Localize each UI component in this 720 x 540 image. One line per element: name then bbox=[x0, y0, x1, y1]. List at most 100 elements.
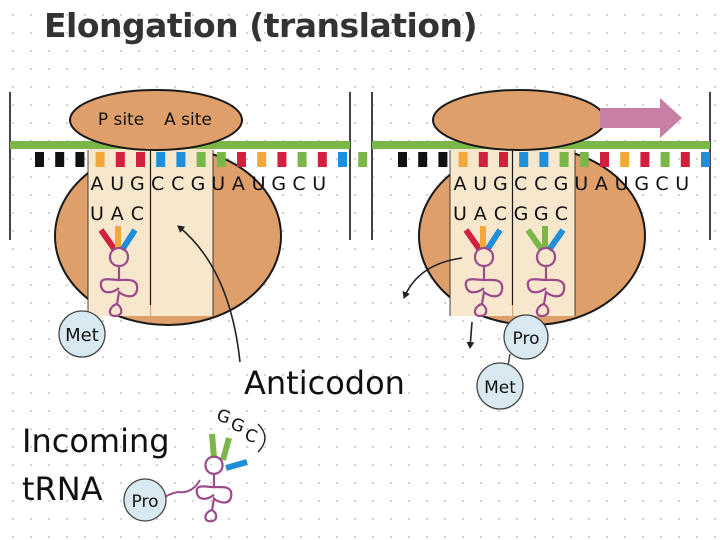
base-letter: U bbox=[252, 173, 266, 195]
anticodon-callout-label: Anticodon bbox=[244, 364, 405, 402]
base-letter: C bbox=[292, 173, 305, 195]
nucleotide-tick bbox=[95, 152, 105, 167]
translocation-direction-arrow bbox=[600, 98, 682, 138]
anticodon-bracket bbox=[257, 423, 266, 453]
nucleotide-tick bbox=[519, 152, 529, 167]
trna-cloverleaf bbox=[99, 246, 139, 318]
left-p-site-trna bbox=[98, 226, 139, 318]
base-letter: G bbox=[493, 173, 508, 195]
trna-cloverleaf bbox=[195, 455, 233, 523]
base-letter: G bbox=[514, 203, 529, 225]
nucleotide-tick bbox=[196, 152, 206, 167]
nucleotide-tick bbox=[640, 152, 650, 167]
trna-exit-arrow bbox=[402, 257, 463, 299]
incoming-label-line2: tRNA bbox=[22, 470, 103, 508]
nucleotide-tick bbox=[499, 152, 508, 167]
right-p-site-trna bbox=[463, 226, 504, 318]
base-letter: A bbox=[111, 203, 124, 225]
page-title: Elongation (translation) bbox=[44, 6, 478, 45]
nucleotide-tick bbox=[418, 152, 428, 167]
base-letter: U bbox=[312, 173, 326, 195]
nucleotide-tick bbox=[176, 152, 186, 167]
base-letter: A bbox=[454, 173, 467, 195]
base-letter: G bbox=[554, 173, 569, 195]
base-letter: A bbox=[91, 173, 104, 195]
nucleotide-tick bbox=[680, 152, 690, 167]
anticodon-pointer-arrow bbox=[177, 225, 241, 363]
nucleotide-tick bbox=[136, 152, 145, 167]
right-a-site-trna bbox=[525, 226, 566, 318]
right-codon-ticks bbox=[398, 152, 710, 167]
trna-cloverleaf bbox=[464, 246, 504, 318]
right-met-amino-acid bbox=[476, 362, 524, 410]
nucleotide-tick bbox=[559, 152, 569, 167]
base-letter: C bbox=[171, 173, 184, 195]
nucleotide-tick bbox=[579, 152, 589, 167]
nucleotide-tick bbox=[358, 152, 368, 167]
right-peptide-chain: Pro Met bbox=[476, 314, 549, 410]
p-site-label: P site bbox=[98, 110, 144, 130]
nucleotide-tick bbox=[216, 152, 226, 167]
base-letter: G bbox=[191, 173, 206, 195]
base-letter: C bbox=[151, 173, 164, 195]
base-letter: A bbox=[474, 203, 487, 225]
base-letter: A bbox=[232, 173, 245, 195]
base-letter: G bbox=[130, 173, 145, 195]
left-met-amino-acid: Met bbox=[58, 310, 106, 358]
peptide-release-arrow bbox=[466, 321, 475, 349]
nucleotide-tick bbox=[317, 152, 327, 167]
incoming-trna: G G C Pro bbox=[123, 406, 266, 523]
base-letter: G bbox=[634, 173, 649, 195]
base-letter: U bbox=[574, 173, 588, 195]
nucleotide-tick bbox=[701, 152, 710, 167]
nucleotide-tick bbox=[539, 152, 549, 167]
base-letter: G bbox=[534, 203, 549, 225]
base-letter: U bbox=[90, 203, 104, 225]
right-met-label: Met bbox=[484, 378, 516, 398]
nucleotide-tick bbox=[237, 152, 246, 167]
nucleotide-tick bbox=[277, 152, 287, 167]
base-letter: U bbox=[473, 173, 487, 195]
base-letter: U bbox=[110, 173, 124, 195]
right-small-subunit bbox=[432, 89, 606, 151]
right-pro-amino-acid bbox=[503, 314, 549, 360]
base-letter: C bbox=[514, 173, 527, 195]
nucleotide-tick bbox=[398, 152, 407, 167]
nucleotide-tick bbox=[338, 152, 347, 167]
nucleotide-tick bbox=[458, 152, 468, 167]
nucleotide-tick bbox=[35, 152, 44, 167]
nucleotide-tick bbox=[438, 152, 448, 167]
nucleotide-tick bbox=[156, 152, 166, 167]
base-letter: U bbox=[675, 173, 689, 195]
base-letter: U bbox=[211, 173, 225, 195]
left-large-subunit bbox=[54, 146, 282, 326]
nucleotide-tick bbox=[478, 152, 488, 167]
base-letter: A bbox=[595, 173, 608, 195]
nucleotide-tick bbox=[55, 152, 65, 167]
nucleotide-tick bbox=[660, 152, 670, 167]
right-pro-label: Pro bbox=[513, 329, 540, 349]
nucleotide-tick bbox=[75, 152, 85, 167]
left-small-subunit: P site A site bbox=[69, 89, 243, 151]
base-letter: C bbox=[555, 203, 568, 225]
base-letter: G bbox=[271, 173, 286, 195]
nucleotide-tick bbox=[115, 152, 125, 167]
incoming-pro-label: Pro bbox=[132, 492, 159, 512]
base-letter: C bbox=[131, 203, 144, 225]
nucleotide-tick bbox=[297, 152, 307, 167]
incoming-label-line1: Incoming bbox=[22, 422, 170, 460]
incoming-anticodon-g2: G bbox=[228, 414, 247, 437]
a-site-label: A site bbox=[164, 110, 212, 130]
nucleotide-tick bbox=[620, 152, 630, 167]
left-codon-ticks bbox=[35, 152, 368, 167]
incoming-anticodon-g1: G bbox=[214, 406, 233, 429]
base-letter: C bbox=[534, 173, 547, 195]
